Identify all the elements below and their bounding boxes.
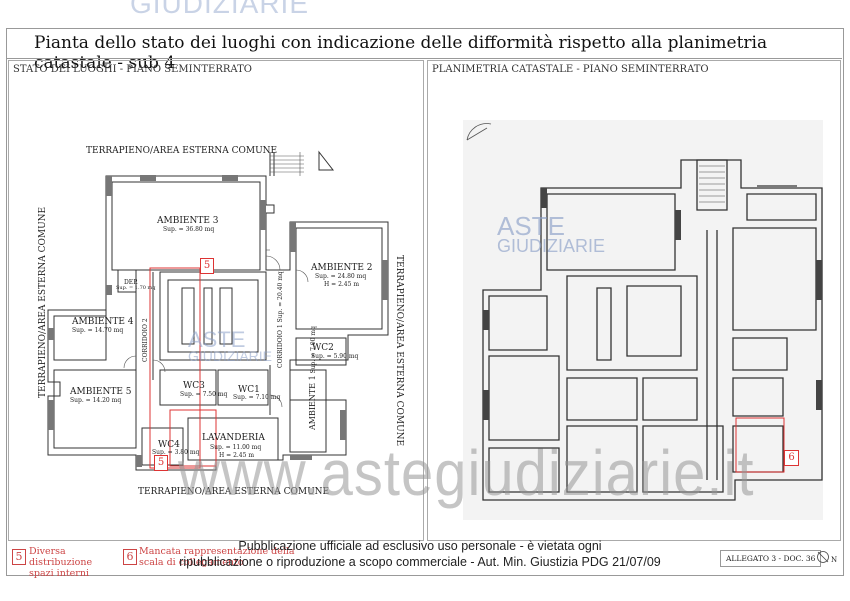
north-label: N <box>831 556 838 564</box>
room-corridoio1-label: CORRIDOIO 1 Sup. = 20.40 mq <box>277 271 284 368</box>
terrapieno-bottom-label: TERRAPIENO/AREA ESTERNA COMUNE <box>138 487 330 497</box>
aste-logo-left-line2: GIUDIZIARIE <box>188 348 273 364</box>
room-ambiente5-area: Sup. = 14.20 mq <box>70 397 122 404</box>
room-wc3-name: WC3 <box>183 381 205 391</box>
north-symbol: N <box>816 550 838 566</box>
legend-6-number: 6 <box>123 549 137 565</box>
right-panel <box>427 60 841 541</box>
room-wc3-area: Sup. = 7.50 mq <box>180 391 228 398</box>
aste-logo-left: ASTE GIUDIZIARIE <box>188 327 273 365</box>
room-ambiente3-name: AMBIENTE 3 <box>157 216 219 226</box>
publication-notice-line1: Pubblicazione ufficiale ad esclusivo uso… <box>238 539 602 553</box>
room-ambiente1-name: AMBIENTE 1 <box>308 375 317 430</box>
legend-6-text: Mancata rappresentazione della scala di … <box>139 546 295 568</box>
terrapieno-top-label: TERRAPIENO/AREA ESTERNA COMUNE <box>86 146 278 156</box>
sheet-frame <box>6 28 844 576</box>
allegato-label: ALLEGATO 3 - DOC. 36 <box>720 550 822 567</box>
url-watermark: www.astegiudiziarie.it <box>178 437 755 510</box>
room-wc2-name: WC2 <box>312 343 334 353</box>
legend-5-text: Diversa distribuzione spazi interni <box>29 546 93 579</box>
left-floor-plan <box>47 150 389 471</box>
left-panel-label: STATO DEI LUOGHI - PIANO SEMINTERRATO <box>13 64 252 75</box>
title-divider <box>6 58 842 59</box>
room-wc2-area: Sup. = 5.90 mq <box>311 353 359 360</box>
difformity-tag-5-bottom: 5 <box>154 455 168 471</box>
room-dep-area: Sup. = 1.70 mq <box>116 285 156 291</box>
right-floor-plan <box>463 120 823 520</box>
difformity-tag-5-top: 5 <box>200 258 214 274</box>
terrapieno-left-label: TERRAPIENO/AREA ESTERNA COMUNE <box>38 206 48 398</box>
legend-5-number: 5 <box>12 549 26 565</box>
top-watermark-text: GIUDIZIARIE <box>130 0 310 19</box>
room-lavanderia-height: H = 2.45 m <box>219 452 255 459</box>
room-wc1-name: WC1 <box>238 385 260 395</box>
room-ambiente2-height: H = 2.45 m <box>324 281 360 288</box>
room-ambiente2-area: Sup. = 24.80 mq <box>315 273 367 280</box>
room-ambiente5-name: AMBIENTE 5 <box>70 387 132 397</box>
aste-logo-right-line1: ASTE <box>497 211 565 241</box>
publication-notice: Pubblicazione ufficiale ad esclusivo uso… <box>160 538 680 570</box>
aste-logo-left-line1: ASTE <box>188 327 246 352</box>
room-ambiente1-area: Sup. = 7.00 mq <box>310 326 317 374</box>
room-wc4-area: Sup. = 3.80 mq <box>152 449 200 456</box>
terrapieno-right-label: TERRAPIENO/AREA ESTERNA COMUNE <box>394 255 404 447</box>
room-wc4-name: WC4 <box>158 440 180 450</box>
room-wc1-area: Sup. = 7.10 mq <box>233 394 281 401</box>
room-corridoio1-area: Sup. = 20.40 mq <box>277 271 284 323</box>
room-ambiente4-name: AMBIENTE 4 <box>72 317 134 327</box>
room-ambiente2-name: AMBIENTE 2 <box>311 263 373 273</box>
aste-logo-right: ASTE GIUDIZIARIE <box>497 211 606 256</box>
left-panel <box>8 60 424 541</box>
room-ambiente3-area: Sup. = 36.80 mq <box>163 226 215 233</box>
room-corridoio1-name: CORRIDOIO 1 <box>277 324 284 368</box>
aste-logo-right-line2: GIUDIZIARIE <box>497 236 606 256</box>
difformity-tag-6: 6 <box>784 450 799 466</box>
room-lavanderia-area: Sup. = 11.00 mq <box>210 444 262 451</box>
right-panel-label: PLANIMETRIA CATASTALE - PIANO SEMINTERRA… <box>432 64 709 75</box>
north-arrow-icon <box>817 551 829 563</box>
room-lavanderia-name: LAVANDERIA <box>202 433 265 443</box>
room-dep-name: DEP. <box>124 279 138 286</box>
room-ambiente1-label: AMBIENTE 1 Sup. = 7.00 mq <box>308 326 317 430</box>
publication-notice-line2: ripubblicazione o riproduzione a scopo c… <box>179 555 661 569</box>
room-ambiente4-area: Sup. = 14.70 mq <box>72 327 124 334</box>
room-corridoio2-label: CORRIDOIO 2 <box>142 318 149 362</box>
